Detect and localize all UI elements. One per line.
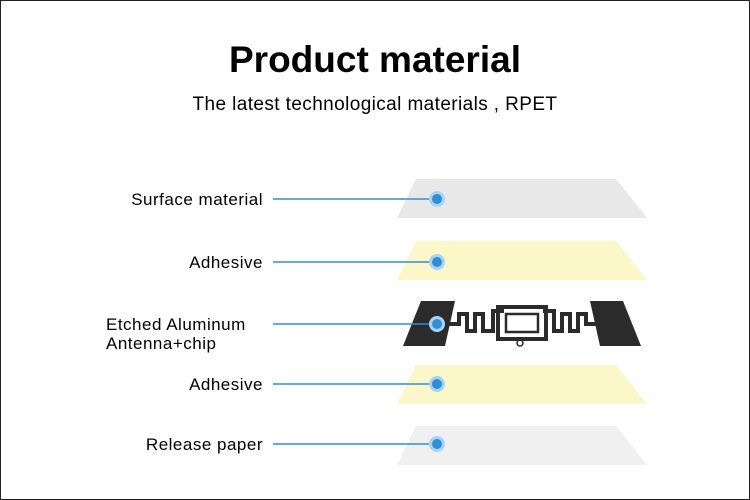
antenna-loop-outer <box>496 305 548 341</box>
layer-adhesive-bottom <box>397 365 647 404</box>
label-adhesive-bottom: Adhesive <box>189 375 263 394</box>
marker-dot-release <box>429 436 445 452</box>
label-antenna-line2: Antenna+chip <box>106 334 217 353</box>
marker-dot-adhesive-bottom <box>429 376 445 392</box>
antenna-right-pad <box>590 301 641 346</box>
marker-dot-adhesive-top <box>429 254 445 270</box>
label-release-paper: Release paper <box>145 435 263 454</box>
page-title: Product material <box>229 39 521 80</box>
label-adhesive-top: Adhesive <box>189 253 263 272</box>
antenna-left-trace <box>449 309 504 333</box>
layer-surface-material <box>397 179 647 218</box>
antenna-chip <box>516 339 524 347</box>
marker-dot-surface <box>429 191 445 207</box>
label-antenna-line1: Etched Aluminum <box>106 315 246 334</box>
marker-dot-antenna <box>429 316 445 332</box>
label-surface-material: Surface material <box>131 190 263 209</box>
layer-adhesive-top <box>397 241 647 280</box>
page-subtitle: The latest technological materials , RPE… <box>192 94 558 115</box>
antenna-loop-inner <box>504 312 540 334</box>
antenna-right-trace <box>543 309 596 333</box>
layer-release-paper <box>397 426 647 465</box>
